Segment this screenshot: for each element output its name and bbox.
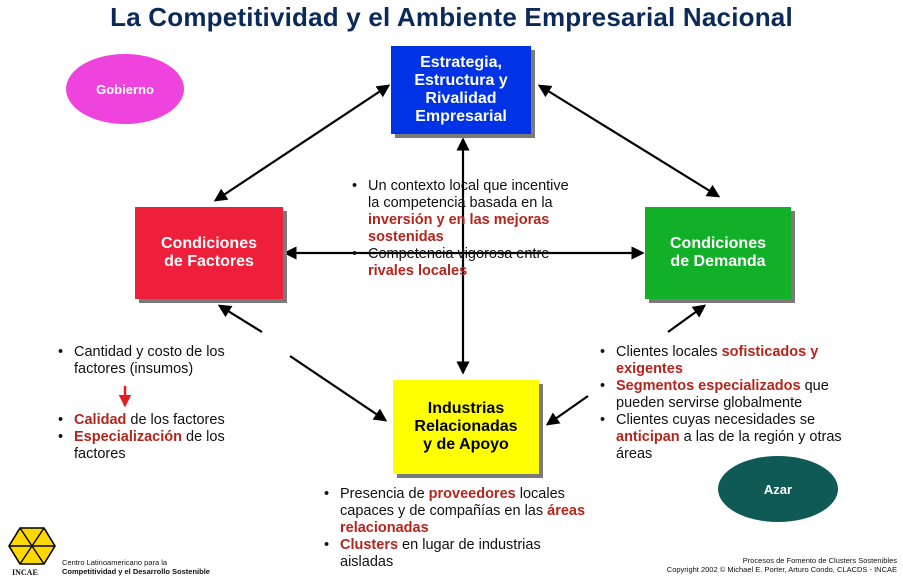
gobierno-ellipse: Gobierno: [66, 54, 184, 124]
arrow-factors-industries-bottom: [289, 355, 388, 422]
left-note-2: Calidad de los factores: [58, 412, 268, 429]
right-note-2: Segmentos especializados que pueden serv…: [600, 378, 868, 412]
gobierno-label: Gobierno: [96, 81, 154, 97]
industries-box: Industrias Relacionadas y de Apoyo: [393, 380, 539, 474]
org-line-2: Competitividad y el Desarrollo Sostenibl…: [62, 567, 210, 576]
right-note-3: Clientes cuyas necesidades se anticipan …: [600, 412, 868, 463]
arrow-strategy-demand: [537, 84, 721, 198]
demand-label: Condiciones de Demanda: [669, 235, 766, 270]
demand-box: Condiciones de Demanda: [645, 207, 791, 299]
incae-logo-icon: [8, 527, 56, 565]
bottom-note-2: Clusters en lugar de industrias aisladas: [324, 537, 594, 571]
left-notes-top: Cantidad y costo de los factores (insumo…: [58, 344, 268, 378]
factors-label: Condiciones de Factores: [160, 235, 257, 270]
copyright: Procesos de Fomento de Clusters Sostenib…: [667, 556, 897, 574]
org-line-1: Centro Latinoamericano para la: [62, 558, 168, 567]
page-title: La Competitividad y el Ambiente Empresar…: [110, 2, 793, 32]
azar-ellipse: Azar: [718, 456, 838, 522]
org-name: Centro Latinoamericano para la Competiti…: [62, 558, 210, 576]
factors-box: Condiciones de Factores: [135, 207, 283, 299]
bottom-notes: Presencia de proveedores locales capaces…: [324, 486, 594, 571]
bottom-note-1: Presencia de proveedores locales capaces…: [324, 486, 594, 537]
arrow-demand-industries-bottom: [545, 395, 589, 426]
left-note-3: Especialización de los factores: [58, 429, 268, 463]
right-note-1: Clientes locales sofisticados y exigente…: [600, 344, 868, 378]
left-notes-bottom: Calidad de los factores Especialización …: [58, 412, 268, 463]
azar-label: Azar: [763, 481, 793, 497]
strategy-label: Estrategia, Estructura y Rivalidad Empre…: [414, 54, 508, 125]
arrow-strategy-factors: [213, 84, 391, 202]
strategy-box: Estrategia, Estructura y Rivalidad Empre…: [391, 46, 531, 134]
copyright-line-1: Procesos de Fomento de Clusters Sostenib…: [742, 556, 897, 565]
industries-label: Industrias Relacionadas y de Apoyo: [414, 400, 518, 453]
center-notes: Un contexto local que incentive la compe…: [352, 178, 574, 280]
arrow-demand-industries-top: [667, 304, 707, 333]
left-note-1: Cantidad y costo de los factores (insumo…: [58, 344, 268, 378]
copyright-line-2: Copyright 2002 © Michael E. Porter, Artu…: [666, 565, 897, 574]
incae-logo-text: INCAE: [12, 568, 38, 577]
center-note-1: Un contexto local que incentive la compe…: [352, 178, 574, 246]
center-note-2: Competencia vigorosa entre rivales local…: [352, 246, 574, 280]
right-notes: Clientes locales sofisticados y exigente…: [600, 344, 868, 463]
arrow-factors-industries-top: [217, 304, 263, 333]
